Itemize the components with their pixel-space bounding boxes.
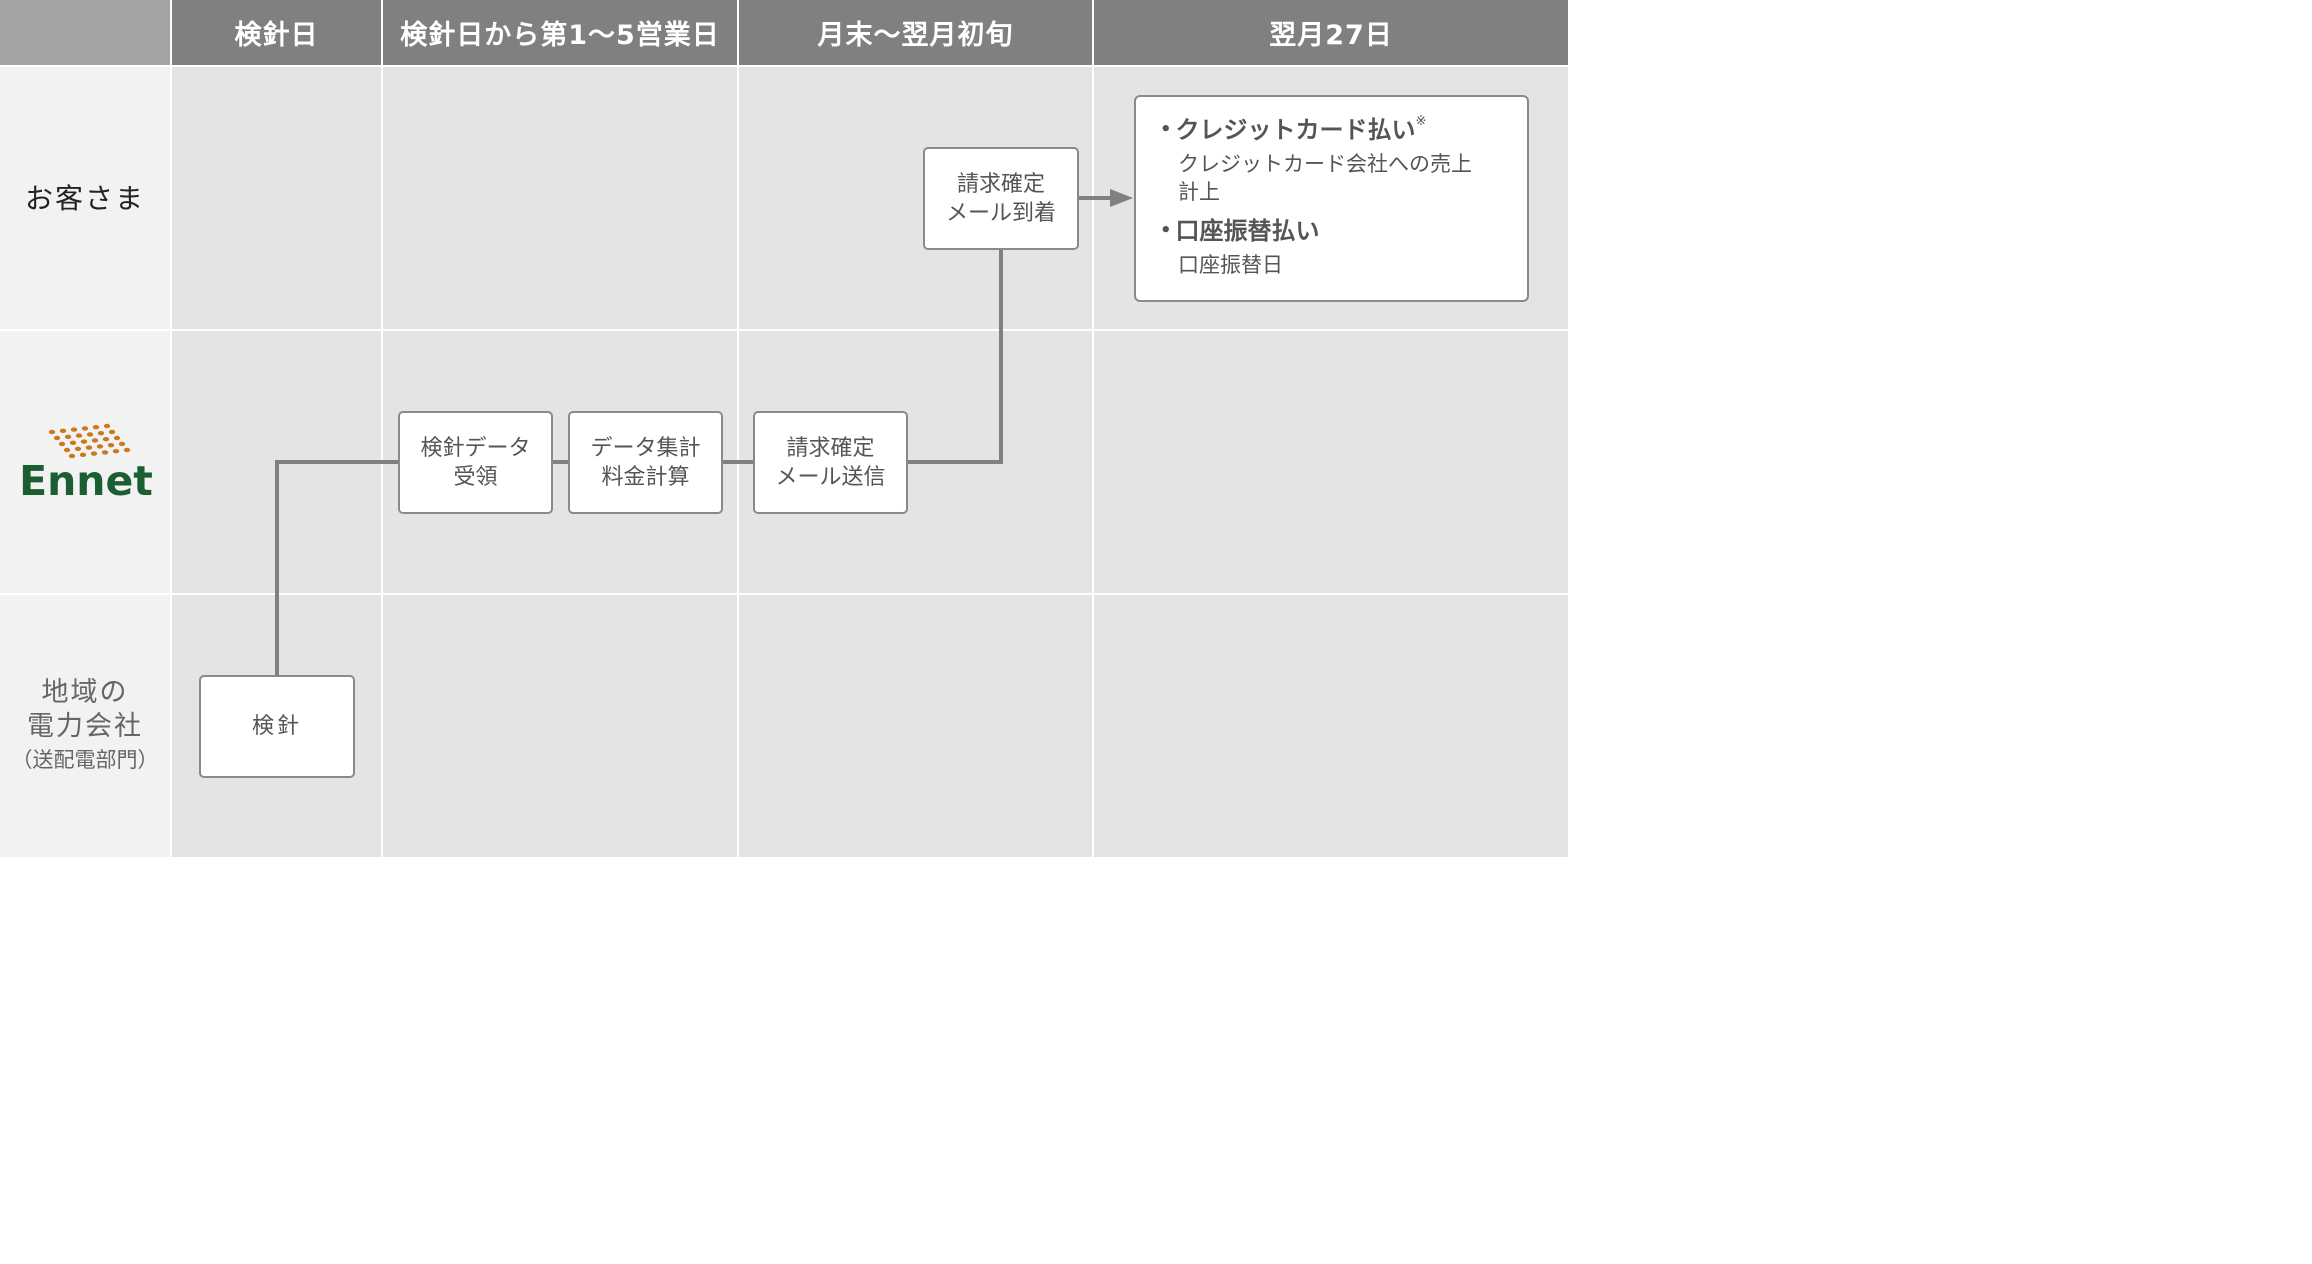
payment-bank-title-text: 口座振替払い [1175, 217, 1320, 245]
logo-dot [103, 423, 111, 429]
step-mail-arrive-line1: 請求確定 [956, 171, 1045, 197]
logo-dot [70, 427, 78, 432]
logo-dot [81, 426, 89, 431]
step-meter-reading: 検針 [199, 675, 355, 778]
row-label-utility-line3: （送配電部門） [11, 748, 159, 772]
grid-cell [383, 595, 737, 857]
column-header-27th: 翌月27日 [1094, 0, 1568, 65]
row-label-utility-line2: 電力会社 [27, 711, 143, 742]
logo-dot [118, 441, 126, 447]
logo-dot [64, 434, 72, 439]
payment-bank-title: •口座振替払い [1160, 214, 1505, 251]
grid-cell [739, 595, 1092, 857]
logo-dot [53, 435, 61, 441]
logo-dot [90, 451, 98, 456]
logo-dot [101, 450, 109, 455]
logo-dot [123, 447, 131, 453]
row-label-utility: 地域の 電力会社 （送配電部門） [0, 595, 170, 857]
step-receive-data: 検針データ 受領 [398, 411, 553, 514]
logo-dot [59, 428, 67, 433]
payment-bank-desc: 口座振替日 [1178, 253, 1283, 277]
bullet-icon: • [1160, 220, 1172, 241]
connector-send-to-arrive [908, 249, 1003, 464]
step-send-mail-line1: 請求確定 [786, 435, 875, 461]
logo-dot [108, 429, 116, 435]
step-aggregate: データ集計 料金計算 [568, 411, 723, 514]
logo-dot [75, 433, 83, 438]
connector-reading-to-receive [275, 460, 399, 676]
grid-cell [1094, 595, 1568, 857]
logo-dot [85, 445, 93, 450]
payment-credit-desc-1: クレジットカード会社への売上 [1178, 152, 1472, 176]
ennet-logo: Ennet [18, 405, 154, 515]
step-aggregate-line1: データ集計 [590, 435, 701, 461]
logo-dot [112, 449, 120, 454]
logo-dot [92, 425, 100, 430]
flow-connectors [275, 189, 1133, 676]
row-label-customer: お客さま [0, 67, 170, 329]
row-label-utility-line1: 地域の [41, 677, 129, 708]
logo-dot [74, 446, 82, 451]
logo-dot [69, 440, 77, 445]
grid-cell [1094, 331, 1568, 593]
step-meter-reading-label: 検針 [251, 714, 302, 739]
logo-dot [80, 439, 88, 444]
logo-dot [91, 438, 99, 443]
step-receive-data-line1: 検針データ [420, 435, 531, 461]
step-send-mail: 請求確定 メール送信 [753, 411, 908, 514]
logo-dot [97, 431, 105, 436]
payment-credit-title: •クレジットカード払い※ [1160, 109, 1505, 150]
logo-dot [79, 452, 87, 457]
logo-dot [102, 437, 110, 442]
column-header-month-end: 月末〜翌月初旬 [739, 0, 1092, 65]
bullet-icon: • [1160, 119, 1172, 140]
grid-cell [383, 67, 737, 329]
step-send-mail-line2: メール送信 [775, 464, 886, 490]
logo-dot [58, 441, 66, 447]
logo-dot [107, 443, 115, 448]
ennet-logo-graphic: Ennet [19, 423, 153, 505]
logo-dot [86, 432, 94, 437]
step-mail-arrive: 請求確定 メール到着 [923, 147, 1079, 250]
payment-methods-box: •クレジットカード払い※ クレジットカード会社への売上 計上 •口座振替払い 口… [1134, 95, 1529, 302]
step-receive-data-line2: 受領 [453, 464, 498, 490]
arrow-head-icon [1110, 189, 1133, 207]
ennet-logo-text: Ennet [19, 457, 153, 505]
column-header-reading-day: 検針日 [172, 0, 381, 65]
payment-credit-desc-2: 計上 [1178, 180, 1220, 204]
step-mail-arrive-line2: メール到着 [945, 200, 1056, 226]
column-header-business-days: 検針日から第1〜5営業日 [383, 0, 737, 65]
logo-dot [113, 435, 121, 441]
payment-credit-note-mark: ※ [1415, 114, 1427, 129]
step-aggregate-line2: 料金計算 [601, 464, 690, 490]
header-corner [0, 0, 170, 65]
logo-dot [96, 444, 104, 449]
logo-dot [68, 453, 76, 459]
logo-dot [63, 447, 71, 453]
grid-cell [172, 67, 381, 329]
row-label-customer-text: お客さま [24, 181, 145, 215]
payment-credit-title-text: クレジットカード払い [1175, 116, 1416, 144]
logo-dot [48, 429, 56, 435]
